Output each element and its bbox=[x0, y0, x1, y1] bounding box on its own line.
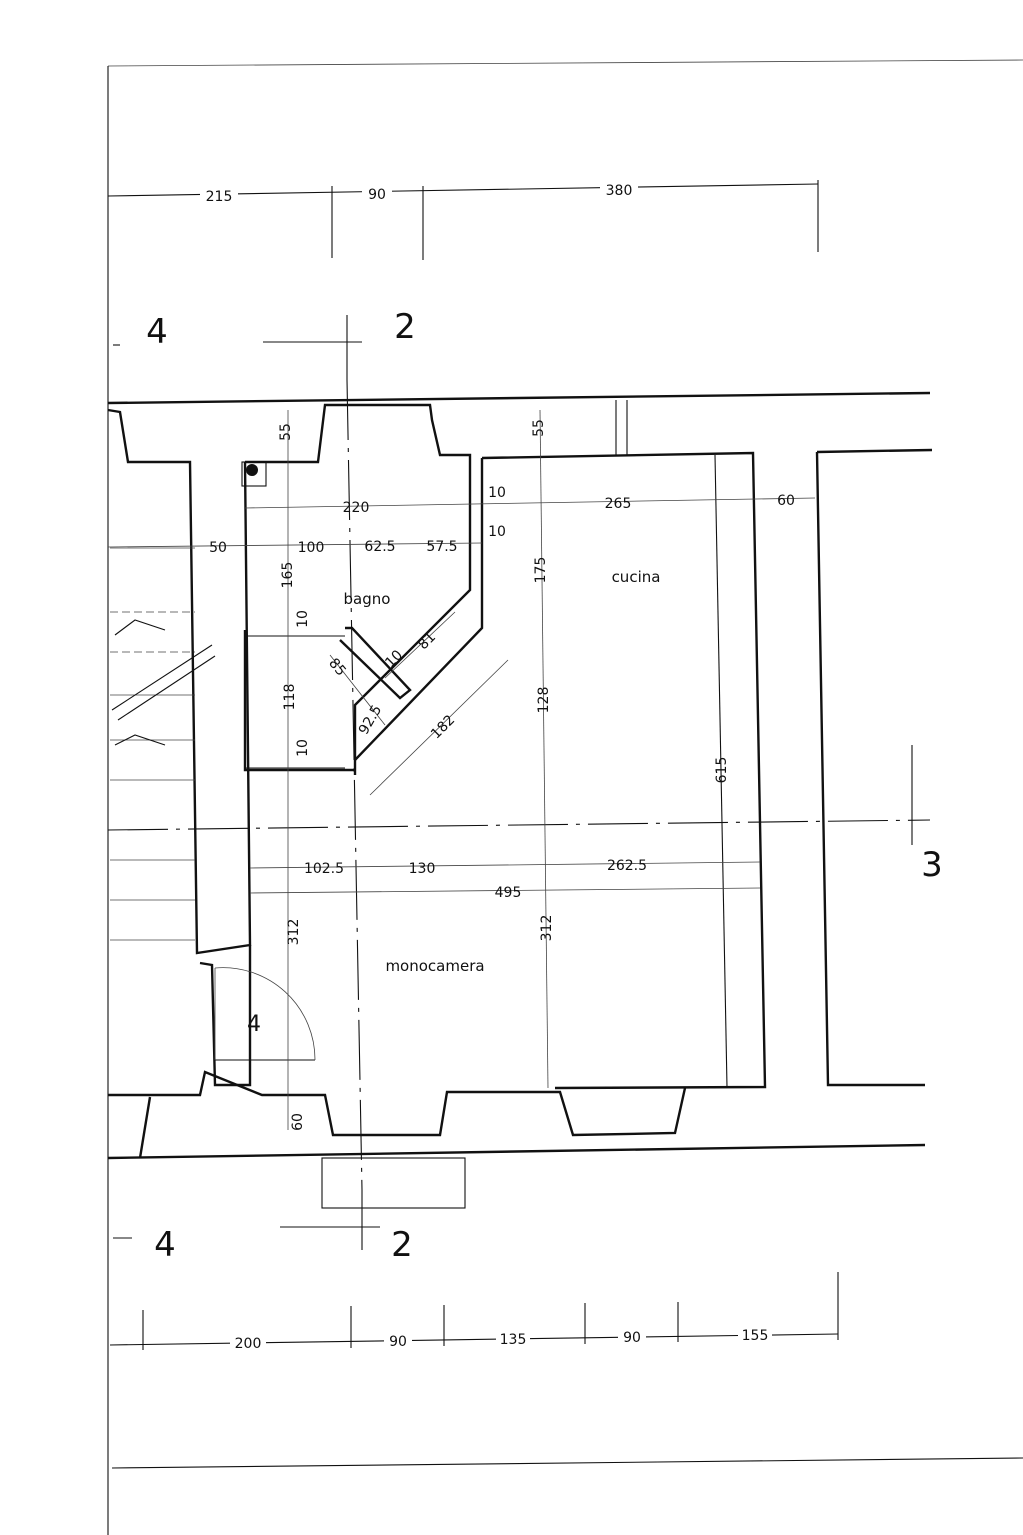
sheet-border bbox=[107, 59, 1023, 1535]
section-marker-2-top: 2 bbox=[394, 307, 416, 347]
dim-165: 165 bbox=[280, 562, 296, 589]
dimension-lines bbox=[107, 409, 816, 1130]
dim-262-5: 262.5 bbox=[607, 858, 647, 874]
section-axis-line bbox=[107, 819, 931, 831]
dim-312-right: 312 bbox=[539, 915, 555, 942]
room-label-bagno: bagno bbox=[344, 590, 391, 608]
entrance-door bbox=[214, 967, 316, 1061]
section-marker-4-top: 4 bbox=[146, 312, 168, 352]
dim-60-bottom: 60 bbox=[290, 1113, 306, 1131]
staircase bbox=[110, 547, 216, 941]
dim-10-b: 10 bbox=[488, 524, 506, 540]
dim-bottom-155: 155 bbox=[742, 1328, 769, 1344]
dim-62-5: 62.5 bbox=[364, 539, 395, 555]
dim-top-90: 90 bbox=[368, 187, 386, 203]
dim-55-right: 55 bbox=[531, 419, 547, 437]
dim-85: 85 bbox=[325, 655, 349, 679]
walls bbox=[107, 391, 933, 1209]
dim-81: 81 bbox=[415, 629, 439, 653]
section-markers: 4 2 3 4 2 bbox=[113, 307, 943, 1265]
section-marker-4-bottom: 4 bbox=[154, 1225, 176, 1265]
dimension-labels: 55 55 220 265 60 10 10 50 100 62.5 57.5 … bbox=[209, 419, 795, 1131]
dim-bottom-90-a: 90 bbox=[389, 1334, 407, 1350]
dim-top-380: 380 bbox=[606, 183, 633, 199]
dim-10-partition-2: 10 bbox=[295, 739, 311, 757]
dim-175: 175 bbox=[533, 557, 549, 584]
dim-312-left: 312 bbox=[286, 919, 302, 946]
dim-bottom-200: 200 bbox=[235, 1336, 262, 1352]
dim-10-diag: 10 bbox=[382, 647, 406, 671]
dim-182: 182 bbox=[428, 712, 458, 742]
top-dimension-chain: 215 90 380 bbox=[107, 180, 819, 260]
dim-128: 128 bbox=[536, 687, 552, 714]
dim-10-partition-1: 10 bbox=[295, 610, 311, 628]
dim-bottom-90-b: 90 bbox=[623, 1330, 641, 1346]
room-label-monocamera: monocamera bbox=[385, 957, 484, 975]
dim-57-5: 57.5 bbox=[426, 539, 457, 555]
room-label-entrance: 4 bbox=[247, 1012, 261, 1037]
vertical-axis-line bbox=[346, 379, 363, 1191]
dim-bottom-135: 135 bbox=[500, 1332, 527, 1348]
dim-55-left: 55 bbox=[278, 423, 294, 441]
dim-top-215: 215 bbox=[206, 189, 233, 205]
dim-118: 118 bbox=[282, 684, 298, 711]
dim-10-a: 10 bbox=[488, 485, 506, 501]
dim-100: 100 bbox=[298, 540, 325, 556]
flue-icon bbox=[246, 464, 258, 476]
dim-615: 615 bbox=[714, 757, 730, 784]
dim-130: 130 bbox=[409, 861, 436, 877]
room-label-cucina: cucina bbox=[612, 568, 661, 586]
bottom-dimension-chain: 200 90 135 90 155 bbox=[109, 1272, 839, 1352]
dim-60-right: 60 bbox=[777, 493, 795, 509]
dim-50: 50 bbox=[209, 540, 227, 556]
dim-265: 265 bbox=[605, 496, 632, 512]
section-marker-3: 3 bbox=[921, 845, 943, 885]
dim-102-5: 102.5 bbox=[304, 861, 344, 877]
dim-495: 495 bbox=[495, 885, 522, 901]
section-marker-2-bottom: 2 bbox=[391, 1225, 413, 1265]
dim-220: 220 bbox=[343, 500, 370, 516]
